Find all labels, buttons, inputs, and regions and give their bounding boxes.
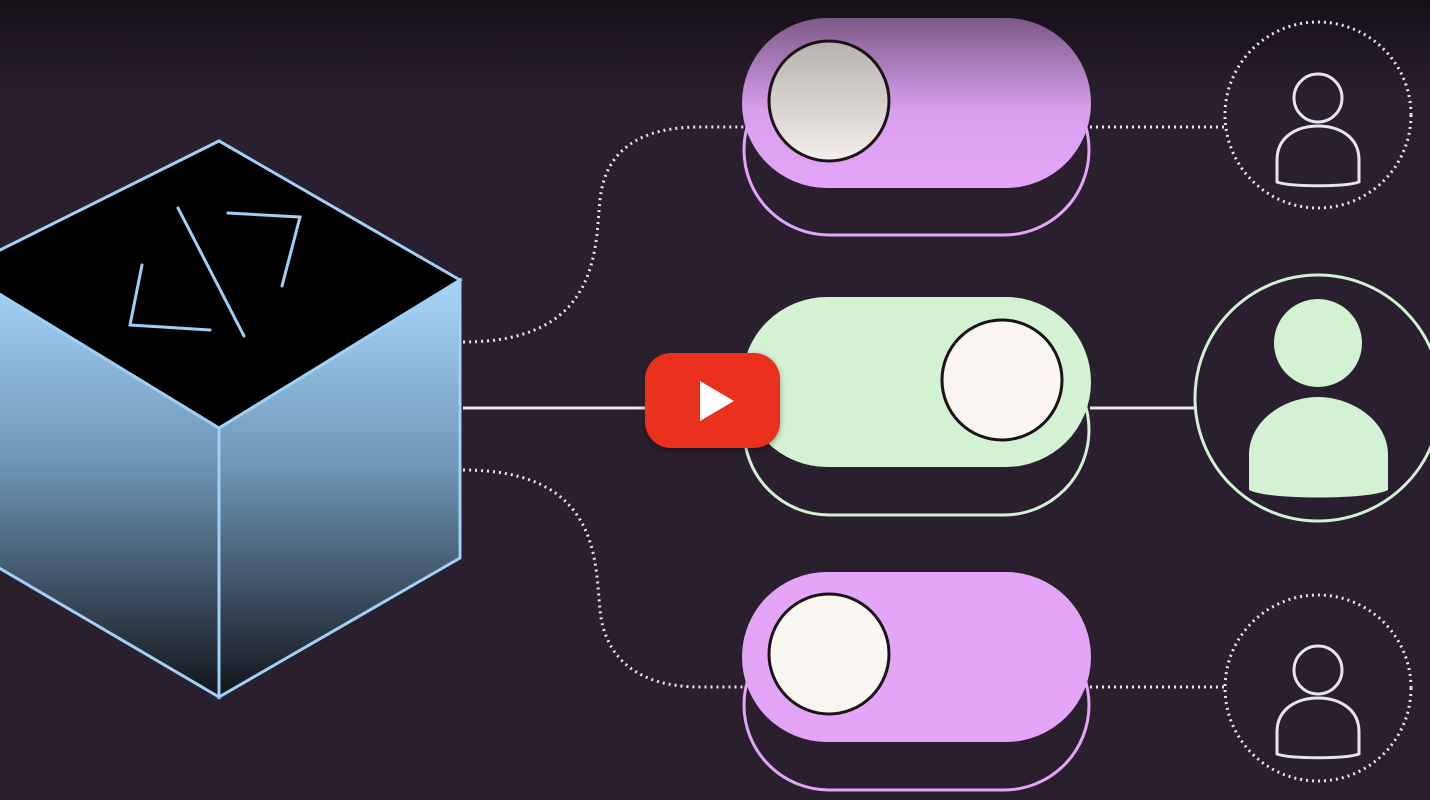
toggle-switch-top[interactable]	[742, 18, 1091, 237]
connector-top	[462, 125, 1228, 344]
code-cube	[0, 139, 463, 700]
toggle-knob	[767, 39, 891, 163]
code-brackets-icon	[128, 206, 302, 338]
toggle-switch-bottom[interactable]	[742, 572, 1091, 792]
user-avatar-top	[1223, 20, 1413, 210]
user-filled-icon	[1249, 299, 1388, 498]
toggle-switch-middle[interactable]	[742, 297, 1091, 517]
user-avatar-bottom	[1223, 593, 1413, 783]
connector-bottom	[462, 468, 1228, 689]
play-icon	[699, 380, 734, 421]
cube-top-face	[0, 139, 463, 430]
user-outline-icon	[1275, 72, 1361, 188]
play-button[interactable]	[645, 353, 780, 448]
toggle-knob	[940, 318, 1064, 442]
user-outline-icon	[1275, 644, 1361, 760]
user-avatar-middle	[1193, 273, 1430, 523]
toggle-knob	[767, 592, 891, 716]
